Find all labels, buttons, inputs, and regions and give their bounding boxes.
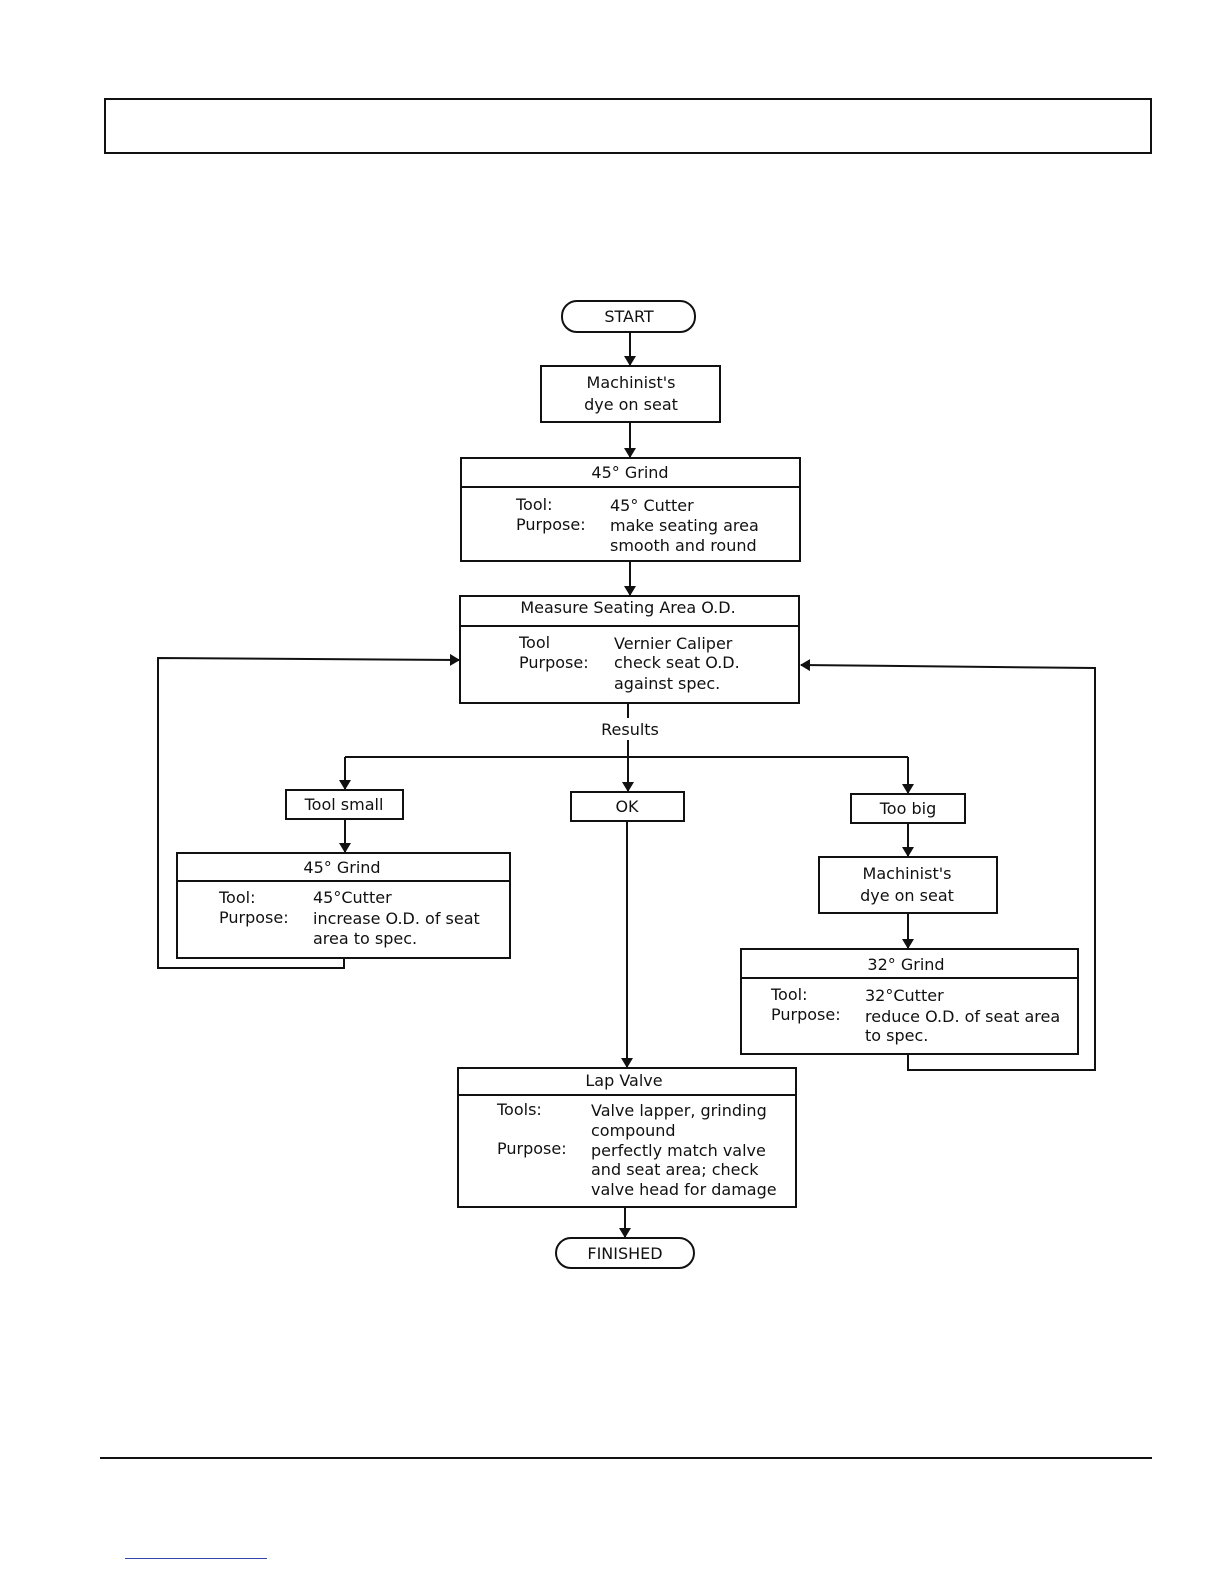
measure-purpose-label: Purpose: [519, 653, 589, 672]
dye-top-line1: Machinist's [587, 373, 676, 392]
grind45-title: 45° Grind [591, 463, 668, 482]
grind32-purpose-line2: to spec. [865, 1026, 928, 1045]
results-label: Results [601, 720, 659, 739]
loop-right-return [800, 659, 1096, 1071]
grind32-purpose-line1: reduce O.D. of seat area [865, 1007, 1060, 1026]
too-big-label: Too big [879, 799, 936, 818]
grind45-purpose-line1: make seating area [610, 516, 759, 535]
grind32-tool-label: Tool: [770, 985, 807, 1004]
measure-title: Measure Seating Area O.D. [520, 598, 735, 617]
measure-tool-label: Tool [518, 633, 550, 652]
grind32-box [740, 948, 1079, 1055]
ok-label: OK [615, 797, 639, 816]
lap-purpose-label: Purpose: [497, 1139, 567, 1158]
measure-tool-value: Vernier Caliper [614, 634, 733, 653]
grind45-small-purpose-line2: area to spec. [313, 929, 417, 948]
lap-purpose-line3: valve head for damage [591, 1180, 777, 1199]
grind45-small-tool-value: 45°Cutter [313, 888, 392, 907]
dye-right-line2: dye on seat [860, 886, 954, 905]
lap-purpose-line2: and seat area; check [591, 1160, 759, 1179]
grind45-purpose-label: Purpose: [516, 515, 586, 534]
dye-right-line1: Machinist's [863, 864, 952, 883]
lap-box [457, 1067, 797, 1208]
grind45-small-purpose-line1: increase O.D. of seat [313, 909, 480, 928]
start-label: START [604, 307, 654, 326]
grind32-title: 32° Grind [867, 955, 944, 974]
grind32-purpose-label: Purpose: [771, 1005, 841, 1024]
lap-purpose-line1: perfectly match valve [591, 1141, 766, 1160]
grind45-purpose-line2: smooth and round [610, 536, 757, 555]
grind45-small-purpose-label: Purpose: [219, 908, 289, 927]
start-terminal [561, 300, 696, 333]
header-box [104, 98, 1152, 154]
measure-purpose-line1: check seat O.D. [614, 653, 740, 672]
finished-terminal [555, 1237, 695, 1269]
lap-title: Lap Valve [585, 1071, 662, 1090]
finished-label: FINISHED [587, 1244, 662, 1263]
lap-tools-label: Tools: [496, 1100, 542, 1119]
footer-rule [100, 1457, 1152, 1459]
loop-left-return [157, 653, 460, 969]
grind45-small-title: 45° Grind [303, 858, 380, 877]
dye-top-line2: dye on seat [584, 395, 678, 414]
grind45-tool-value: 45° Cutter [610, 496, 694, 515]
lap-tools-line1: Valve lapper, grinding [591, 1101, 767, 1120]
tool-small-label: Tool small [304, 795, 384, 814]
lap-tools-line2: compound [591, 1121, 676, 1140]
grind45-tool-label: Tool: [515, 495, 552, 514]
measure-box [459, 595, 800, 704]
grind45-small-tool-label: Tool: [218, 888, 255, 907]
grind32-tool-value: 32°Cutter [865, 986, 944, 1005]
measure-purpose-line2: against spec. [614, 674, 720, 693]
footer-link-underline [125, 1558, 267, 1559]
